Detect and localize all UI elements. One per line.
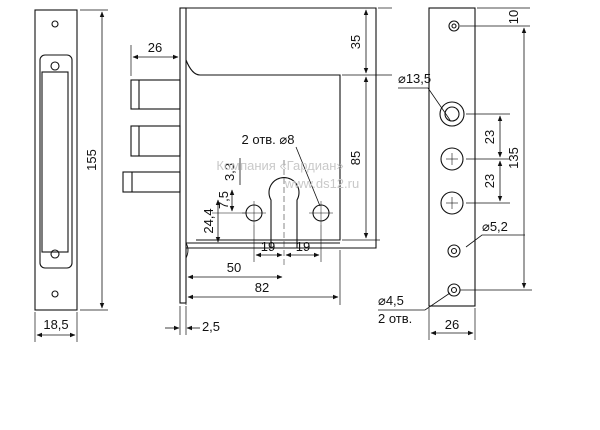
dim-24-4: 24,4 [201,208,216,233]
dim-front-2-holes: 2 отв. [378,311,412,326]
face-plate-view [34,9,108,342]
front-hole-bolt-1 [439,101,465,127]
face-plate-outline [34,9,78,311]
front-hole-bolt-2 [440,147,464,171]
front-plate-outline [428,7,476,307]
front-plate-view [428,7,476,307]
dim-front-d13-5: ⌀13,5 [398,71,431,86]
front-hole-top [448,20,460,32]
dim-top-offset: 35 [348,35,363,49]
dim-2-5: 2,5 [202,319,220,334]
dim-front-26: 26 [445,317,459,332]
bolt-3 [122,171,181,193]
dim-front-d4-5: ⌀4,5 [378,293,404,308]
dim-front-135: 135 [506,147,521,169]
plate-hole-top [51,20,59,28]
dim-plate-width: 18,5 [43,317,68,332]
plate-hole-bottom [51,290,59,298]
plate-hole-lower [50,249,60,259]
dim-front-23-b: 23 [482,174,497,188]
dim-side-height: 85 [348,151,363,165]
lock-backplate [179,7,187,304]
cylinder-cutout [268,176,300,248]
dim-19-left: 19 [261,239,275,254]
face-plate-slot [39,54,73,269]
dim-plate-height: 155 [84,149,99,171]
dim-3-3: 3,3 [222,163,237,181]
bolt-1 [130,79,181,110]
dim-7-5: 7,5 [216,191,231,209]
dim-front-23-a: 23 [482,130,497,144]
lock-case [186,7,377,249]
plate-hole-upper [50,61,60,71]
dim-50: 50 [227,260,241,275]
watermark-url: www.ds12.ru [284,176,359,191]
dim-front-10: 10 [506,10,521,24]
dim-holes-label: 2 отв. ⌀8 [242,132,295,147]
lock-body-view [122,7,377,304]
front-hole-bolt-3 [440,191,464,215]
bolt-2 [130,125,181,157]
watermark-company: Компания «Гардиан» [216,158,343,173]
dim-82: 82 [255,280,269,295]
dim-front-d5-2: ⌀5,2 [482,219,508,234]
front-hole-small-2 [447,283,461,297]
front-hole-small-1 [447,244,461,258]
dim-19-right: 19 [296,239,310,254]
dim-bolt-length: 26 [148,40,162,55]
